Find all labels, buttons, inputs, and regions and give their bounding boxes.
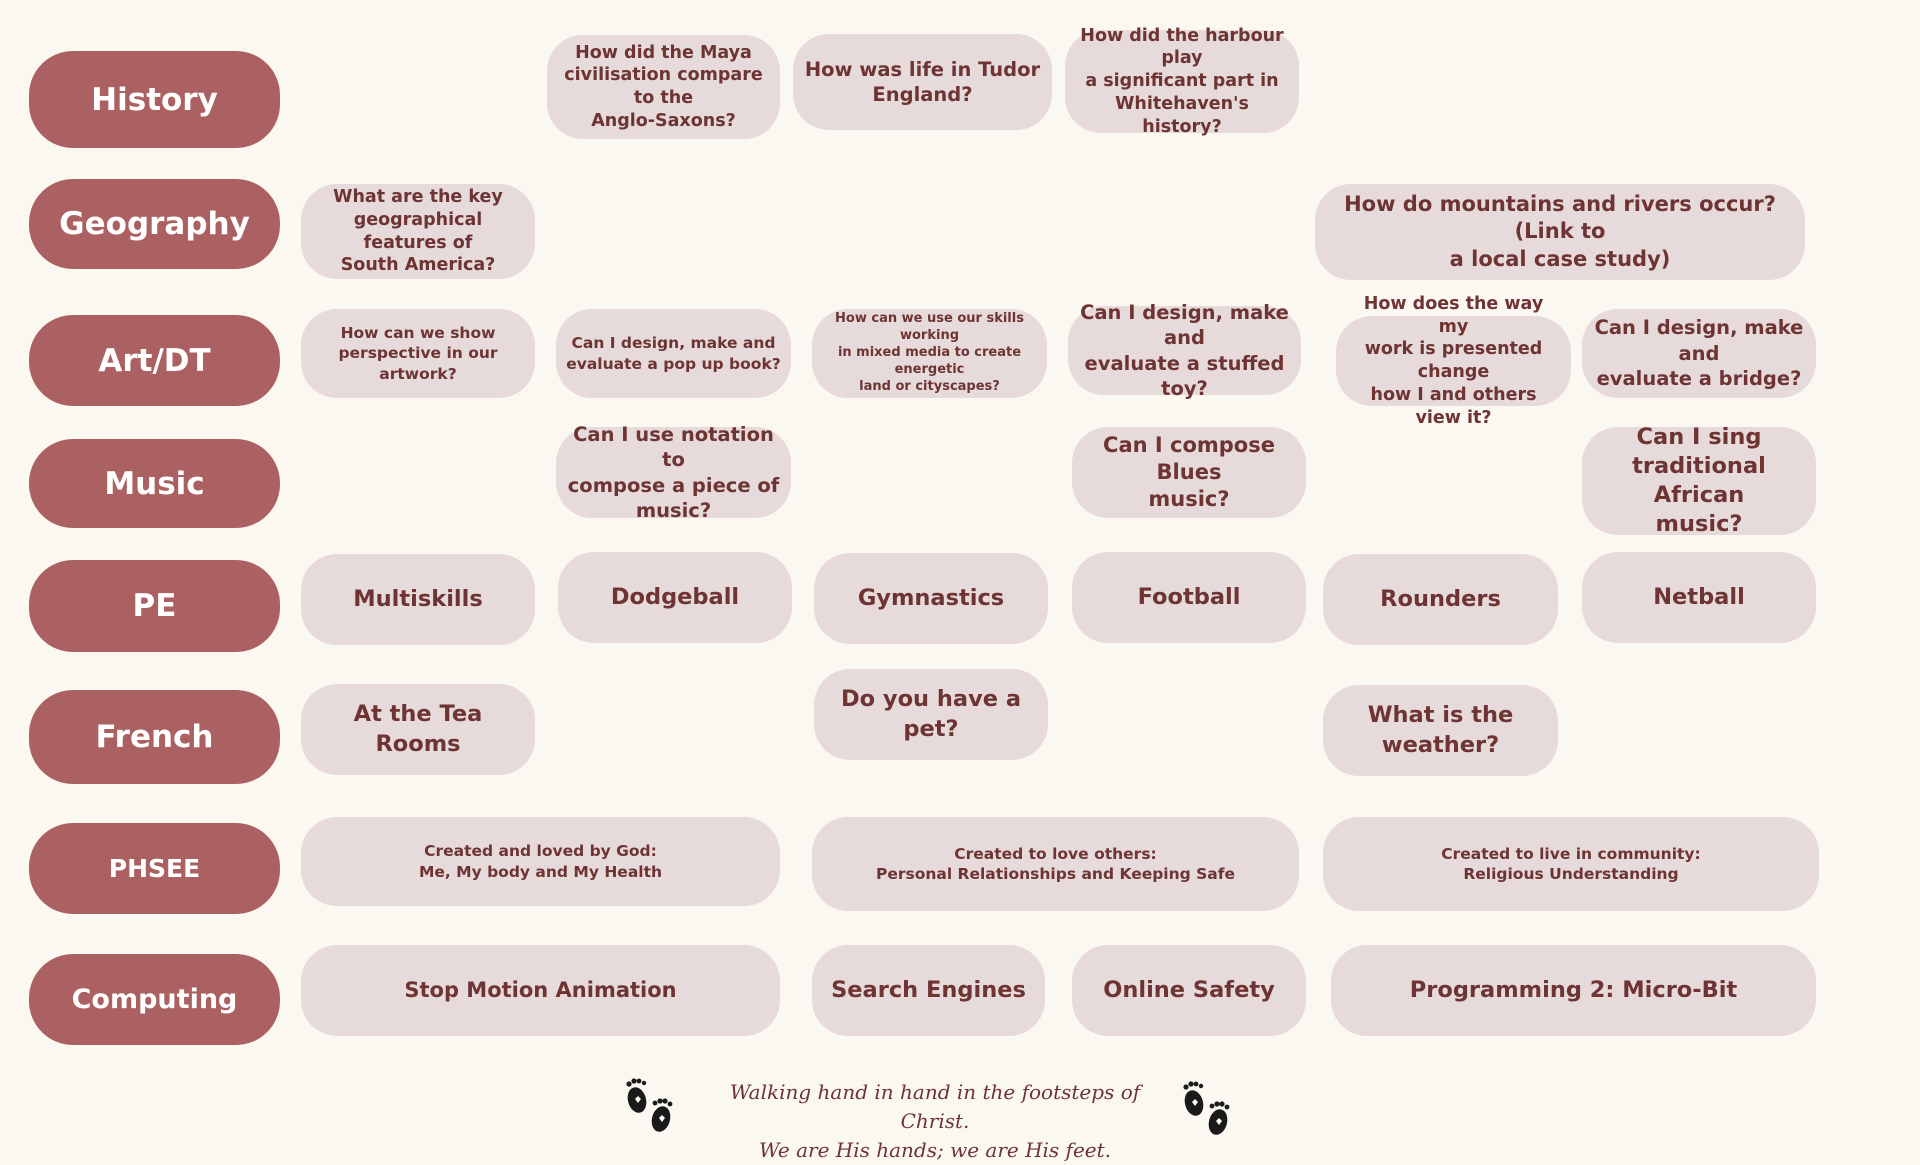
topic-pe-netball: Netball: [1582, 552, 1816, 643]
subject-geography: Geography: [29, 179, 280, 269]
footprints-icon: [1183, 1081, 1230, 1135]
subject-artdt: Art/DT: [29, 315, 280, 406]
topic-french-tea-rooms: At the Tea Rooms: [301, 684, 535, 775]
topic-art-perspective: How can we show perspective in our artwo…: [301, 309, 535, 398]
topic-pe-multiskills: Multiskills: [301, 554, 535, 645]
subject-music: Music: [29, 439, 280, 528]
topic-phsee-loved-by-god: Created and loved by God: Me, My body an…: [301, 817, 780, 906]
topic-computing-stop-motion: Stop Motion Animation: [301, 945, 780, 1036]
topic-art-popup-book: Can I design, make and evaluate a pop up…: [556, 309, 791, 398]
topic-geography-south-america: What are the key geographical features o…: [301, 184, 535, 279]
topic-computing-search-engines: Search Engines: [812, 945, 1045, 1036]
topic-music-blues: Can I compose Blues music?: [1072, 427, 1306, 518]
topic-art-mixed-media: How can we use our skills working in mix…: [812, 309, 1047, 398]
topic-computing-online-safety: Online Safety: [1072, 945, 1306, 1036]
topic-pe-football: Football: [1072, 552, 1306, 643]
topic-geography-mountains: How do mountains and rivers occur? (Link…: [1315, 184, 1805, 280]
topic-pe-rounders: Rounders: [1323, 554, 1558, 645]
footprints-icon: [626, 1078, 673, 1132]
topic-french-weather: What is the weather?: [1323, 685, 1558, 776]
topic-phsee-love-others: Created to love others: Personal Relatio…: [812, 817, 1299, 911]
topic-history-maya: How did the Maya civilisation compare to…: [547, 35, 780, 139]
topic-phsee-community: Created to live in community: Religious …: [1323, 817, 1819, 911]
topic-art-stuffed-toy: Can I design, make and evaluate a stuffe…: [1068, 301, 1301, 400]
topic-computing-programming: Programming 2: Micro-Bit: [1331, 945, 1816, 1036]
topic-pe-dodgeball: Dodgeball: [558, 552, 792, 643]
subject-phsee: PHSEE: [29, 823, 280, 914]
topic-music-notation: Can I use notation to compose a piece of…: [556, 423, 791, 522]
topic-music-african: Can I sing traditional African music?: [1582, 424, 1816, 537]
topic-history-harbour: How did the harbour play a significant p…: [1065, 26, 1299, 137]
topic-history-tudor: How was life in Tudor England?: [793, 34, 1052, 130]
subject-pe: PE: [29, 560, 280, 652]
subject-history: History: [29, 51, 280, 148]
topic-french-pet: Do you have a pet?: [814, 669, 1048, 760]
topic-art-bridge: Can I design, make and evaluate a bridge…: [1582, 309, 1816, 398]
footer-line-2: We are His hands; we are His feet.: [758, 1138, 1112, 1162]
subject-french: French: [29, 690, 280, 784]
topic-art-presentation: How does the way my work is presented ch…: [1336, 294, 1571, 428]
topic-pe-gymnastics: Gymnastics: [814, 553, 1048, 644]
footer-line-1: Walking hand in hand in the footsteps of…: [729, 1080, 1141, 1133]
subject-computing: Computing: [29, 954, 280, 1045]
